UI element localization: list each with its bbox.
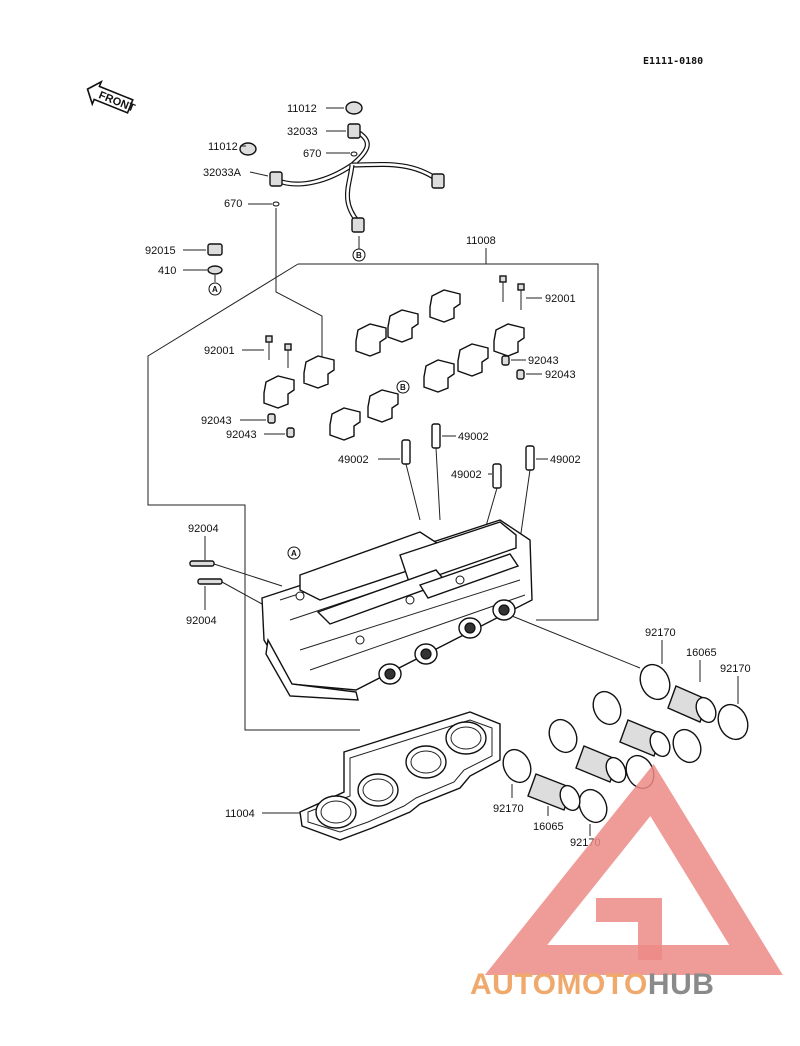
callout-92004-top: 92004 bbox=[188, 523, 219, 535]
callout-670-left: 670 bbox=[224, 198, 242, 210]
camshaft-caps bbox=[263, 289, 525, 441]
callout-92170-c: 92170 bbox=[493, 803, 524, 815]
washer-410 bbox=[207, 265, 223, 275]
oil-pipe-assembly bbox=[269, 123, 445, 233]
callout-49002-b: 49002 bbox=[458, 431, 489, 443]
callout-92001-right: 92001 bbox=[545, 293, 576, 305]
callout-670-top: 670 bbox=[303, 148, 321, 160]
watermark-logo: AUTOMOTOHUB bbox=[470, 763, 783, 1001]
callout-16065-a: 16065 bbox=[686, 647, 717, 659]
front-arrow-icon: FRONT bbox=[86, 79, 137, 115]
callout-92043-l2: 92043 bbox=[226, 429, 257, 441]
callout-11008: 11008 bbox=[466, 235, 496, 247]
callout-11012-top: 11012 bbox=[287, 103, 317, 115]
marker-a-head-label: A bbox=[291, 549, 297, 558]
callout-92001-left: 92001 bbox=[204, 345, 235, 357]
dowel-92043-r2 bbox=[516, 369, 525, 380]
callout-49002-c: 49002 bbox=[451, 469, 482, 481]
cap-11012-top bbox=[345, 101, 363, 115]
oring-670-left bbox=[272, 201, 280, 207]
marker-a-left bbox=[208, 282, 222, 296]
cylinder-head bbox=[261, 519, 533, 701]
callout-92043-r2: 92043 bbox=[545, 369, 576, 381]
dowel-92043-l2 bbox=[286, 427, 295, 438]
diagram-code: E1111-0180 bbox=[643, 56, 703, 67]
callout-92043-r1: 92043 bbox=[528, 355, 559, 367]
intake-holders-16065 bbox=[527, 685, 717, 812]
marker-b-pipe-label: B bbox=[356, 251, 362, 260]
watermark-hub: HUB bbox=[648, 968, 715, 1001]
assembly-outline bbox=[147, 263, 599, 731]
watermark-automoto: AUTOMOTO bbox=[470, 968, 648, 1001]
callout-92170-b: 92170 bbox=[720, 663, 751, 675]
callout-49002-d: 49002 bbox=[550, 454, 581, 466]
studs-92004 bbox=[189, 560, 223, 585]
callout-16065-b: 16065 bbox=[533, 821, 564, 833]
callout-11004: 11004 bbox=[225, 808, 255, 820]
callout-49002-a: 49002 bbox=[338, 454, 369, 466]
callout-32033a: 32033A bbox=[203, 167, 242, 179]
marker-a-left-label: A bbox=[212, 285, 218, 294]
marker-a-head bbox=[287, 546, 301, 560]
bolts-92001 bbox=[265, 275, 525, 368]
dowel-92043-l1 bbox=[267, 413, 276, 424]
marker-b-cap-label: B bbox=[400, 383, 406, 392]
svg-text:AUTOMOTOHUB: AUTOMOTOHUB bbox=[470, 968, 714, 1001]
callout-92043-l1: 92043 bbox=[201, 415, 232, 427]
head-gasket bbox=[299, 711, 501, 841]
marker-b-cap bbox=[396, 380, 410, 394]
callout-410: 410 bbox=[158, 265, 176, 277]
callout-11012-left: 11012 bbox=[208, 141, 238, 153]
callout-92015: 92015 bbox=[145, 245, 176, 257]
callout-32033-top: 32033 bbox=[287, 126, 318, 138]
nut-92015 bbox=[207, 243, 223, 256]
oring-670-top bbox=[350, 151, 358, 157]
dowel-92043-r1 bbox=[501, 355, 510, 366]
callout-92004-bot: 92004 bbox=[186, 615, 217, 627]
cap-11012-left bbox=[239, 142, 257, 156]
callout-92170-a: 92170 bbox=[645, 627, 676, 639]
valve-guides-49002 bbox=[401, 423, 535, 489]
